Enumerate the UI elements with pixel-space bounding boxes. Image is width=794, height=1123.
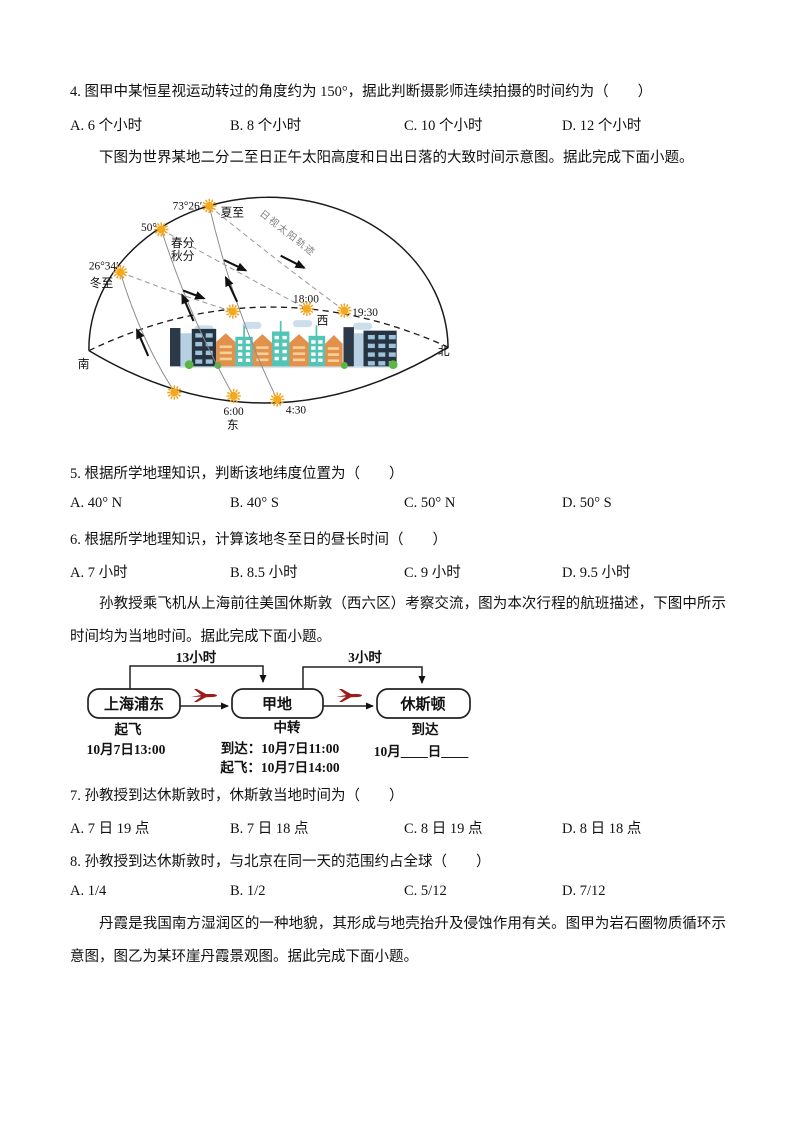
autumn-equinox-label: 秋分 <box>171 249 195 263</box>
sun-icon <box>201 198 218 214</box>
option-b: B. 1/2 <box>230 883 266 899</box>
flight-intro: 孙教授乘飞机从上海前往美国休斯敦（西六区）考察交流，图为本次行程的航班描述，下图… <box>70 596 726 645</box>
question-8-options: A. 1/4 B. 1/2 C. 5/12 D. 7/12 <box>70 883 730 905</box>
question-6-options: A. 7 小时 B. 8.5 小时 C. 9 小时 D. 9.5 小时 <box>70 561 730 583</box>
destination-caption-2: 10月____日____ <box>374 744 469 759</box>
question-7-stem: 7. 孙教授到达休斯敦时，休斯敦当地时间为（ ） <box>70 788 404 804</box>
sunset-late-label: 19:30 <box>352 307 378 319</box>
option-b: B. 8.5 小时 <box>230 565 298 581</box>
origin-name: 上海浦东 <box>104 695 164 713</box>
winter-solstice-label: 冬至 <box>90 276 114 290</box>
spring-equinox-label: 春分 <box>171 237 195 250</box>
option-d: D. 8 日 18 点 <box>562 821 642 837</box>
question-7-options: A. 7 日 19 点 B. 7 日 18 点 C. 8 日 19 点 D. 8… <box>70 817 730 839</box>
west-label: 西 <box>317 315 329 328</box>
destination-box <box>376 688 471 719</box>
transit-box <box>231 688 324 719</box>
transit-caption-1: 中转 <box>274 719 301 735</box>
setting-sun-paths <box>120 205 345 312</box>
option-c: C. 50° N <box>404 495 456 511</box>
front-horizon <box>88 346 449 404</box>
option-a: A. 40° N <box>70 495 123 511</box>
option-d: D. 9.5 小时 <box>562 565 631 581</box>
dome-outline <box>88 196 449 351</box>
summer-altitude-label: 73°26′ <box>173 200 203 212</box>
question-4-options: A. 6 个小时 B. 8 个小时 C. 10 个小时 D. 12 个小时 <box>70 114 730 136</box>
origin-caption-2: 10月7日13:00 <box>87 742 166 757</box>
rising-sun-paths <box>119 205 278 400</box>
question-5-options: A. 40° N B. 40° S C. 50° N D. 50° S <box>70 495 730 517</box>
transit-caption-3: 起飞：10月7日14:00 <box>219 759 339 775</box>
sun-icon <box>336 302 353 319</box>
plane-icon <box>336 689 362 702</box>
option-a: A. 7 日 19 点 <box>70 821 150 837</box>
question-4-stem: 4. 图甲中某恒星视运动转过的角度约为 150°，据此判断摄影师连续拍摄的时间约… <box>70 84 653 100</box>
sun-icon <box>269 391 286 408</box>
north-label: 北 <box>438 345 450 358</box>
city-skyline <box>169 320 398 369</box>
south-label: 南 <box>78 357 90 371</box>
sun-motion-arrows <box>135 254 306 357</box>
destination-caption-1: 到达 <box>412 721 439 737</box>
option-b: B. 7 日 18 点 <box>230 821 309 837</box>
option-b: B. 8 个小时 <box>230 118 302 134</box>
transit-caption-2: 到达：10月7日11:00 <box>221 740 340 756</box>
option-a: A. 6 个小时 <box>70 118 143 134</box>
option-d: D. 7/12 <box>562 883 606 899</box>
east-label: 东 <box>227 419 239 432</box>
option-c: C. 5/12 <box>404 883 447 899</box>
leg2-duration-label: 3小时 <box>348 649 382 665</box>
sun-diagram-intro: 下图为世界某地二分二至日正午太阳高度和日出日落的大致时间示意图。据此完成下面小题… <box>99 150 694 166</box>
option-d: D. 50° S <box>562 495 612 511</box>
option-c: C. 9 小时 <box>404 565 461 581</box>
back-horizon <box>88 306 449 352</box>
question-6-stem: 6. 根据所学地理知识，计算该地冬至日的昼长时间（ ） <box>70 532 447 548</box>
option-a: A. 7 小时 <box>70 565 128 581</box>
question-5-stem: 5. 根据所学地理知识，判断该地纬度位置为（ ） <box>70 466 404 482</box>
leg1-duration-label: 13小时 <box>176 649 217 665</box>
origin-caption-1: 起飞 <box>114 721 142 737</box>
option-c: C. 8 日 19 点 <box>404 821 483 837</box>
destination-name: 休斯顿 <box>399 695 445 713</box>
transit-name: 甲地 <box>262 695 292 713</box>
origin-box <box>87 688 181 719</box>
winter-altitude-label: 26°34′ <box>89 261 119 273</box>
danxia-intro: 丹霞是我国南方湿润区的一种地貌，其形成与地壳抬升及侵蚀作用有关。图甲为岩石圈物质… <box>70 916 726 965</box>
leg1-bracket <box>129 665 267 690</box>
option-c: C. 10 个小时 <box>404 118 483 134</box>
flight-itinerary-diagram: 13小时 3小时 上海浦东 甲地 休斯顿 起飞 10月7日13:00 中转 到达… <box>87 649 471 775</box>
sunset-time-label: 18:00 <box>293 294 319 306</box>
equinox-altitude-label: 50° <box>141 222 157 234</box>
sun-path-diagram: 73°26′ 夏至 50° 春分 秋分 26°34′ 冬至 18:00 西 19… <box>78 196 450 432</box>
sun-icon <box>224 303 241 320</box>
sunrise-time-label: 6:00 <box>224 406 244 418</box>
option-b: B. 40° S <box>230 495 279 511</box>
option-d: D. 12 个小时 <box>562 118 642 134</box>
question-8-stem: 8. 孙教授到达休斯敦时，与北京在同一天的范围约占全球（ ） <box>70 854 491 870</box>
sunrise-early-label: 4:30 <box>286 404 306 416</box>
leg2-bracket <box>302 666 426 690</box>
plane-icon <box>191 689 217 702</box>
summer-solstice-label: 夏至 <box>221 206 245 219</box>
option-a: A. 1/4 <box>70 883 107 899</box>
